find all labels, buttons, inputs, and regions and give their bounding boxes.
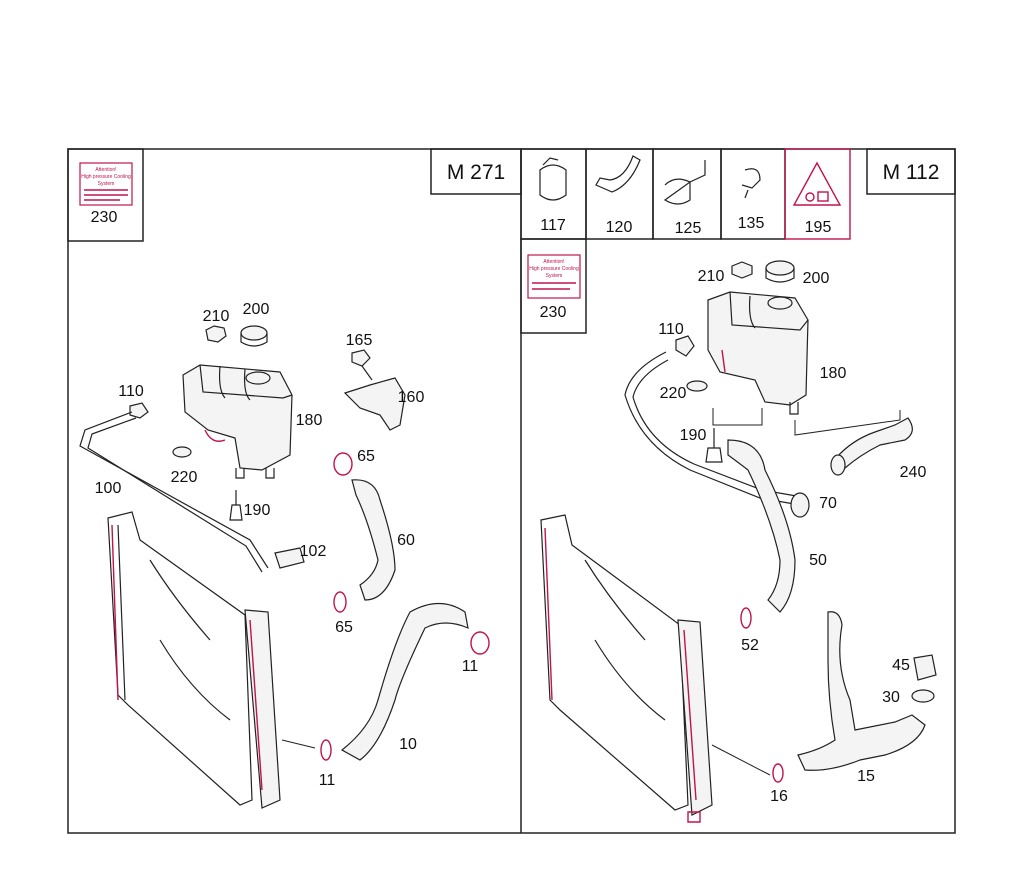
- sticker-right-line-3: System: [546, 273, 563, 279]
- hose-10: [340, 602, 469, 761]
- callout-16: 16: [770, 788, 788, 805]
- clip-120-icon: [595, 155, 641, 193]
- callout-60: 60: [397, 532, 415, 549]
- callout-52: 52: [741, 637, 759, 654]
- header-label-125: 125: [675, 220, 702, 237]
- sticker-right-line-2: High pressure Cooling: [529, 266, 579, 272]
- warning-sticker-icon: [79, 162, 133, 206]
- warning-195-icon: [792, 161, 842, 206]
- clamp-110-left: [129, 402, 149, 419]
- seal-ring-11-top: [470, 631, 490, 655]
- engine-label-right: M 112: [883, 161, 940, 184]
- callout-200-right: 200: [803, 270, 830, 287]
- callout-15: 15: [857, 768, 875, 785]
- pipe-100: [79, 411, 269, 569]
- sticker-ref-label: 230: [91, 209, 118, 226]
- callout-45: 45: [892, 657, 910, 674]
- hose-60: [351, 479, 396, 601]
- callout-50: 50: [809, 552, 827, 569]
- sticker-line-2: High pressure Cooling: [81, 174, 131, 180]
- sticker-box-left: [67, 148, 144, 242]
- callout-70: 70: [819, 495, 837, 512]
- sticker-box-right: [520, 238, 587, 334]
- bracket-160: [343, 377, 406, 431]
- callout-11-bottom: 11: [319, 772, 336, 789]
- right-panel: M 112 117 120 125 135 195 Attention! Hig…: [520, 148, 956, 823]
- nut-210-right: [731, 261, 753, 279]
- connector-102: [274, 547, 305, 569]
- callout-10: 10: [399, 736, 417, 753]
- seal-ring-65-top: [333, 452, 353, 476]
- radiator-right: [540, 514, 713, 823]
- callout-200-left: 200: [243, 301, 270, 318]
- callout-102: 102: [300, 543, 327, 560]
- seal-ring-16: [772, 763, 784, 783]
- left-panel: Attention! High pressure Cooling System …: [67, 148, 522, 809]
- sensor-190-right: [705, 428, 723, 463]
- callout-65-top: 65: [357, 448, 375, 465]
- seal-ring-52: [740, 607, 752, 629]
- diagram-frame: [67, 148, 956, 834]
- sticker-right-line-1: Attention!: [543, 259, 564, 265]
- sleeve-45: [913, 654, 937, 681]
- callout-110-right: 110: [658, 321, 684, 338]
- callout-190-left: 190: [244, 502, 271, 519]
- callout-160: 160: [398, 389, 425, 406]
- clamp-117-icon: [539, 157, 567, 201]
- clamp-30: [911, 689, 935, 703]
- callout-165: 165: [346, 332, 373, 349]
- clamp-110-right: [675, 335, 695, 357]
- clamp-70: [790, 492, 810, 518]
- cap-200-right: [765, 260, 795, 283]
- callout-180-right: 180: [820, 365, 847, 382]
- header-label-195: 195: [805, 219, 832, 236]
- grommet-220-left: [172, 446, 192, 458]
- sticker-ref-label-right: 230: [540, 304, 567, 321]
- callout-240: 240: [900, 464, 927, 481]
- seal-ring-65-bottom: [333, 591, 347, 613]
- sticker-line-1: Attention!: [95, 167, 116, 173]
- sticker-line-3: System: [98, 181, 115, 187]
- header-label-117: 117: [540, 217, 566, 234]
- bolt-165: [351, 349, 371, 367]
- cap-200-left: [240, 325, 268, 347]
- hose-240: [835, 417, 913, 469]
- hose-50: [727, 439, 796, 613]
- engine-label-left: M 271: [447, 161, 505, 184]
- callout-11-top: 11: [462, 658, 479, 675]
- hose-15: [797, 611, 926, 771]
- clamp-125-icon: [663, 160, 706, 205]
- engine-box-right: [866, 148, 956, 195]
- seal-ring-11-bottom: [320, 739, 332, 761]
- radiator-left: [107, 511, 281, 809]
- callout-30: 30: [882, 689, 900, 706]
- callout-210-left: 210: [203, 308, 230, 325]
- warning-sticker-right-icon: [527, 254, 581, 299]
- callout-220-right: 220: [660, 385, 687, 402]
- grommet-220-right: [686, 380, 708, 392]
- expansion-tank-left: [182, 364, 293, 479]
- callout-100: 100: [95, 480, 122, 497]
- callout-110-left: 110: [118, 383, 144, 400]
- callout-210-right: 210: [698, 268, 725, 285]
- header-label-135: 135: [738, 215, 765, 232]
- expansion-tank-right: [707, 291, 809, 415]
- hose-long-right: [624, 351, 801, 506]
- callout-180-left: 180: [296, 412, 323, 429]
- callout-190-right: 190: [680, 427, 707, 444]
- sensor-190-left: [229, 490, 243, 521]
- header-cell-195: [784, 148, 851, 240]
- header-label-120: 120: [606, 219, 633, 236]
- callout-65-bottom: 65: [335, 619, 353, 636]
- clip-135-icon: [741, 168, 761, 199]
- nut-210-left: [205, 325, 227, 343]
- callout-220-left: 220: [171, 469, 198, 486]
